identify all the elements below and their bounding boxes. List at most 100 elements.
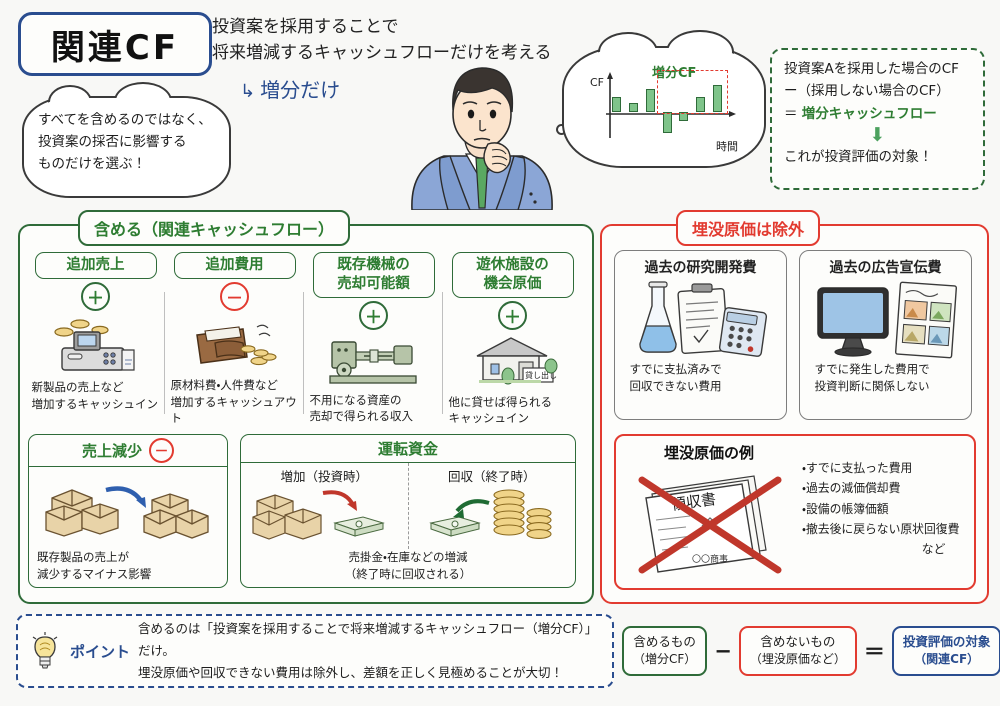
chart-highlight-region [656,70,728,115]
box-working-capital-title: 運転資金 [241,435,575,463]
caption-line1: 原材料費・人件費など [170,377,278,392]
formula-equals: ＝ [784,105,802,122]
card-idle-facility-opportunity-cost: 遊休施設の 機会原価 ＋ 貸し出し 他に貸せば得られる [442,252,582,425]
caption-line1: 他に貸せば得られる [448,394,553,409]
caption-line2: 売却で得られる収入 [309,409,414,424]
point-callout: ポイント 含めるのは「投資案を採用することで将来増減するキャッシュフロー（増分C… [16,614,614,688]
include-panel-tab: 含める（関連キャッシュフロー） [78,210,351,246]
formula-result: 増分キャッシュフロー [801,105,937,122]
card-past-advertising-cost-caption: すでに発生した費用で 投資判断に関係しない [815,361,957,394]
eq-term-exclude-line1: 含めないもの [760,634,836,650]
chart-bar [679,112,689,121]
left-cloud-line3: ものだけを選ぶ！ [38,155,146,172]
plus-sign-icon: ＋ [498,300,527,330]
crossed-receipt-icon: 領収書 〇〇商事 [638,475,782,574]
caption-line1: すでに発生した費用で [814,362,930,376]
box-sales-decline-title: 売上減少 － [29,435,227,467]
working-capital-increase-label: 増加（投資時） [280,469,368,484]
box-working-capital: 運転資金 増加（投資時） [240,434,576,588]
card-past-advertising-cost: 過去の広告宣伝費 [799,250,972,420]
down-arrow-icon: ⬇ [869,123,886,146]
card-idle-facility-title: 遊休施設の 機会原価 [451,252,574,298]
list-item: ・すでに支払った費用 [802,461,913,475]
incremental-cf-chart: CF 増分CF 時間 [590,64,740,153]
minus-sign-icon: － [220,281,249,311]
lightbulb-icon [32,632,58,669]
businessman-thinking-illustration [411,67,553,210]
left-cloud-line1: すべてを含めるのではなく、 [38,112,212,128]
card-machine-salvage-value: 既存機械の 売却可能額 ＋ 不用になる資産の [303,252,443,423]
caption-line1: 既存製品の売上が [37,550,129,564]
boxes-decreasing-icon [29,467,227,549]
receipt-footer: 〇〇商事 [692,553,728,565]
caption-line2: キャッシュイン [448,411,530,426]
headline-line2: 将来増減するキャッシュフローだけを考える [212,43,552,64]
caption-line2: 減少するマイナス影響 [37,566,152,581]
cash-register-icon [48,313,144,375]
sunk-cost-examples-title: 埋没原価の例 [664,444,755,462]
list-item: ・撤去後に戻らない原状回復費 [802,521,960,536]
boxes-to-cash-icon [252,490,386,540]
box-working-capital-caption: 売掛金・在庫などの増減 （終了時に回収される） [241,549,575,582]
chart-annotation: 増分CF [652,66,697,81]
card-past-rnd-cost: 過去の研究開発費 [614,250,787,420]
headline-emphasis: ↳増分だけ [240,74,340,103]
card-past-rnd-cost-title: 過去の研究開発費 [644,260,757,276]
caption-line2: 増加するキャッシュイン [31,396,159,411]
caption-line2: （終了時に回収される） [344,566,472,581]
formula-line3: ＝ 増分キャッシュフロー [784,104,971,124]
eq-term-include-line1: 含めるもの [633,634,696,650]
eq-equals-operator: ＝ [863,640,885,664]
eq-term-include-line2: （増分CF） [633,652,697,667]
caption-line1: 不用になる資産の [309,392,402,407]
caption-line2: 回収できない費用 [629,378,722,393]
chart-bar [713,84,723,113]
chart-cloud-inner: CF 増分CF 時間 [564,48,764,166]
card-idle-facility-caption: 他に貸せば得られる キャッシュイン [449,394,577,427]
list-item: ・過去の減価償却費 [802,481,901,496]
point-text: 含めるのは「投資案を採用することで将来増減するキャッシュフロー（増分CF）」だけ… [138,618,602,684]
list-etc: など [921,542,946,557]
card-additional-sales-caption: 新製品の売上など 増加するキャッシュイン [32,379,160,412]
minus-sign-icon: － [149,438,174,463]
cash-coins-icon [428,489,552,539]
svg-text:貸し出し: 貸し出し [525,370,557,380]
left-thought-cloud-text: すべてを含めるのではなく、 投資案の採否に影響する ものだけを選ぶ！ [24,98,229,196]
incremental-cf-formula-box: 投資案Aを採用した場合のCF ー（採用しない場合のCF） ＝ 増分キャッシュフロ… [770,48,985,190]
eq-term-result-line1: 投資評価の対象 [902,634,991,650]
point-line1: 含めるのは「投資案を採用することで将来増減するキャッシュフロー（増分CF）」だけ… [138,621,598,659]
card-machine-salvage-value-caption: 不用になる資産の 売却で得られる収入 [310,392,438,425]
caption-line1: 売掛金・在庫などの増減 [348,550,468,564]
working-capital-recovery-label: 回収（終了時） [447,469,536,484]
working-capital-increase-col: 増加（投資時） [241,463,409,549]
sunk-cost-examples-box: 埋没原価の例 領収書 〇〇商事 ・すでに支払った費用 ・過去の減価償却費 ・設備… [614,434,976,590]
chart-bar [628,103,638,113]
list-item: ・設備の帳簿価額 [802,501,889,516]
flask-clipboard-calculator-icon [626,277,776,361]
headline: 投資案を採用することで 将来増減するキャッシュフローだけを考える [212,14,572,67]
arrow-icon: ↳ [240,81,256,102]
chart-ylabel: CF [590,76,605,89]
headline-line1: 投資案を採用することで [212,17,399,37]
include-cards-row: 追加売上 ＋ [26,252,584,425]
working-capital-columns: 増加（投資時） [241,463,575,549]
eq-term-result-line2: （関連CF） [914,652,980,667]
plus-sign-icon: ＋ [81,281,110,311]
chart-xlabel: 時間 [716,140,738,153]
card-past-advertising-cost-title: 過去の広告宣伝費 [829,260,942,276]
monitor-poster-icon [810,277,962,361]
card-additional-sales: 追加売上 ＋ [26,252,165,420]
chart-thought-cloud: CF 増分CF 時間 [562,30,766,168]
card-additional-cost-caption: 原材料費・人件費など 増加するキャッシュアウト [171,377,299,427]
warehouse-icon: 貸し出し [463,332,563,390]
sales-decline-label: 売上減少 [81,442,142,460]
caption-line2: 投資判断に関係しない [814,378,930,393]
page-title: 関連CF [50,27,180,68]
left-thought-cloud: すべてを含めるのではなく、 投資案の採否に影響する ものだけを選ぶ！ [22,82,231,198]
head-line1: 遊休施設の [476,257,549,273]
caption-line2: 増加するキャッシュアウト [170,394,297,426]
headline-emphasis-text: 増分だけ [260,78,341,102]
eq-minus-operator: − [714,639,732,663]
formula-line1: 投資案Aを採用した場合のCF [784,61,959,77]
